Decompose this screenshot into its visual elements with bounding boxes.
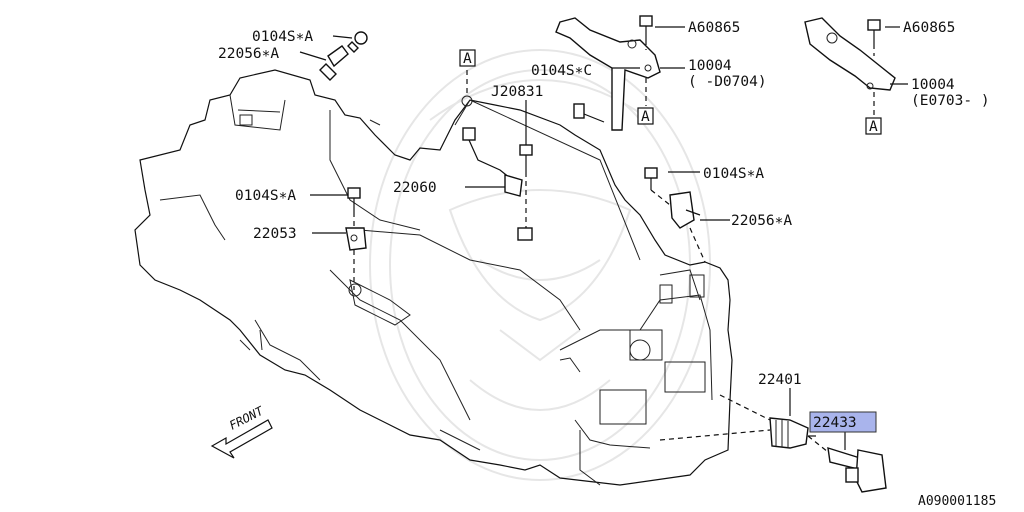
label-0104S-A-top: 0104S∗A — [252, 29, 313, 45]
part-22056-sensor-mid-right — [669, 191, 701, 229]
diagram-id: A090001185 — [918, 494, 996, 509]
label-0104S-A-right: 0104S∗A — [703, 166, 764, 182]
part-0104S-bolt-top-left — [347, 31, 368, 53]
label-22433: 22433 — [813, 415, 857, 431]
front-label: FRONT — [227, 403, 266, 432]
part-A60865-bolt-left — [639, 15, 653, 40]
label-22401: 22401 — [758, 372, 802, 388]
watermark-emblem — [369, 49, 711, 481]
label-10004-left: 10004 — [688, 58, 732, 74]
part-10004-bracket-right — [804, 17, 896, 91]
label-A60865-left: A60865 — [688, 20, 740, 36]
reference-marker-text: A — [641, 109, 650, 125]
part-J20831-bolt — [519, 144, 533, 172]
part-22433-ignition-coil — [827, 447, 887, 493]
part-22053-sensor — [345, 227, 367, 251]
leader-lines — [299, 26, 908, 450]
highlight-box — [809, 411, 877, 433]
dashed-alignment-lines — [353, 40, 875, 453]
reference-marker-3: A — [865, 117, 882, 135]
label-10004-right-range: (E0703- ) — [911, 93, 990, 109]
label-10004-right: 10004 — [911, 77, 955, 93]
part-0104S-bolt-bracket — [573, 103, 605, 123]
part-22401-spark-plug — [769, 417, 816, 449]
part-0104S-bolt-mid-right — [644, 167, 658, 190]
label-22056-A-right: 22056∗A — [731, 213, 792, 229]
part-0104S-bolt-mid-left — [347, 187, 361, 212]
label-0104S-A-mid: 0104S∗A — [235, 188, 296, 204]
reference-marker-2: A — [637, 107, 654, 125]
part-22056-sensor-top-left — [319, 45, 349, 81]
reference-marker-1: A — [459, 49, 476, 67]
label-0104S-C: 0104S∗C — [531, 63, 592, 79]
engine-block-outline — [134, 69, 733, 486]
part-22060-knock-sensor — [462, 127, 533, 241]
label-J20831: J20831 — [491, 84, 543, 100]
part-10004-bracket-left — [555, 17, 661, 131]
part-A60865-bolt-right — [867, 19, 881, 44]
label-22053: 22053 — [253, 226, 297, 242]
front-direction-arrow: FRONT — [210, 403, 273, 459]
reference-marker-text: A — [463, 51, 472, 67]
label-22056-A-top: 22056∗A — [218, 46, 279, 62]
label-10004-left-range: ( -D0704) — [688, 74, 767, 90]
label-A60865-right: A60865 — [903, 20, 955, 36]
label-22060: 22060 — [393, 180, 437, 196]
reference-marker-text: A — [869, 119, 878, 135]
part-labels: 0104S∗A 22056∗A 0104S∗C J20831 22060 010… — [218, 20, 990, 431]
